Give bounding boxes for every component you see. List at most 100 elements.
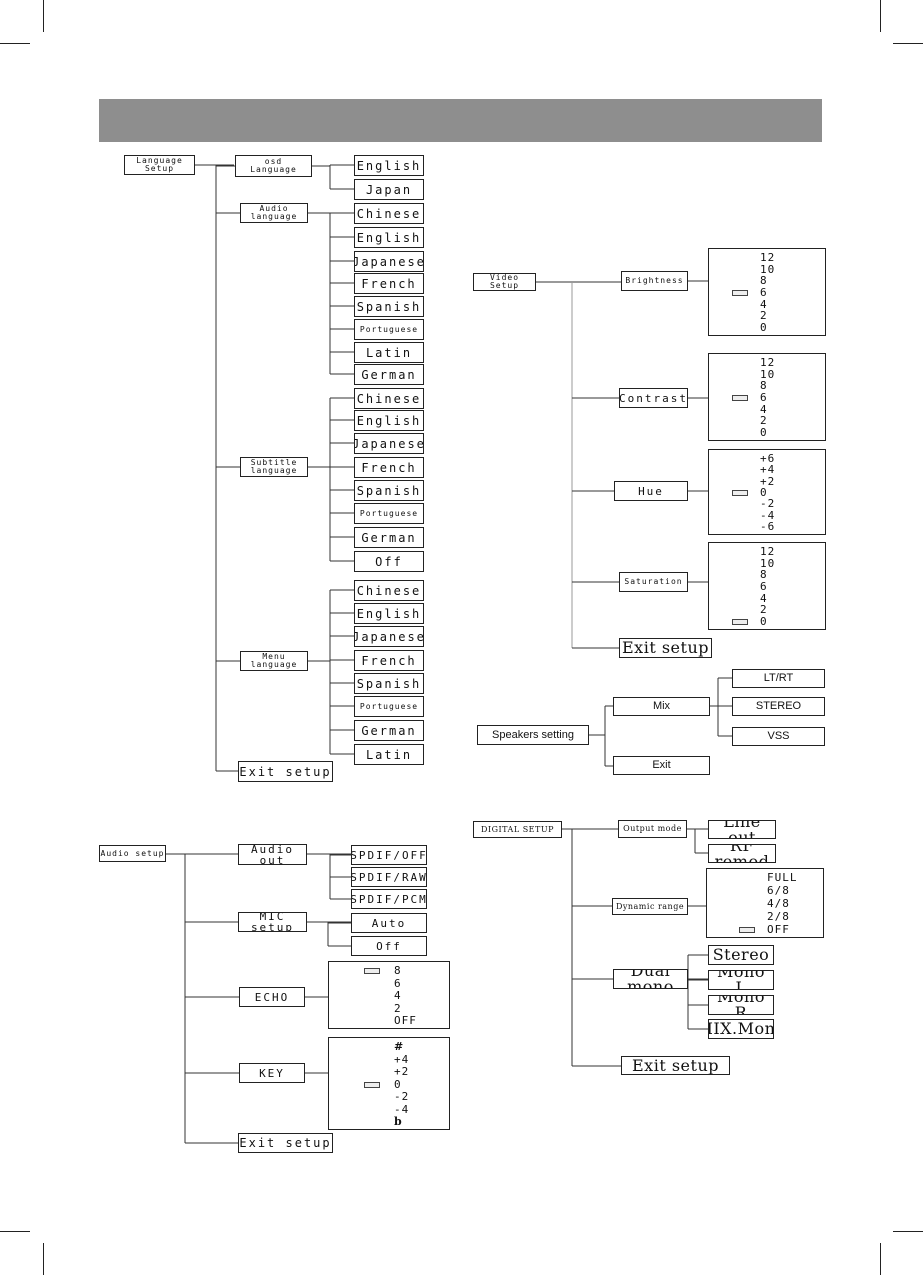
dynamic-range-slider-panel[interactable] bbox=[706, 868, 824, 938]
language-exit-setup-button[interactable]: Exit setup bbox=[238, 761, 333, 782]
speakers-setting-root[interactable]: Speakers setting bbox=[477, 725, 589, 745]
brightness-node[interactable]: Brightness bbox=[621, 271, 688, 291]
audio-setup-root[interactable]: Audio setup bbox=[99, 845, 166, 862]
audio-out-node[interactable]: Audio out bbox=[238, 844, 307, 865]
mic-setup-node[interactable]: MIC setup bbox=[238, 912, 307, 932]
osd-option-english[interactable]: English bbox=[354, 155, 424, 176]
key-slider-panel[interactable] bbox=[328, 1037, 450, 1130]
echo-slider-panel[interactable] bbox=[328, 961, 450, 1029]
audio-option-spanish[interactable]: Spanish bbox=[354, 296, 424, 317]
echo-node[interactable]: ECHO bbox=[239, 987, 305, 1007]
echo-slider-thumb[interactable] bbox=[364, 968, 380, 974]
echo-level-label: 8 bbox=[394, 964, 402, 977]
digital-exit-setup-button[interactable]: Exit setup bbox=[621, 1056, 730, 1075]
dual-mono-node[interactable]: Dual mono bbox=[613, 969, 688, 989]
mix-option-lt-rt[interactable]: LT/RT bbox=[732, 669, 825, 688]
crop-mark bbox=[880, 1243, 881, 1275]
audio-exit-setup-button[interactable]: Exit setup bbox=[238, 1133, 333, 1153]
contrast-slider-panel[interactable] bbox=[708, 353, 826, 441]
dual-mono-option-mono-r[interactable]: Mono R bbox=[708, 995, 774, 1015]
brightness-level-label: 0 bbox=[760, 321, 768, 334]
menu-option-french[interactable]: French bbox=[354, 650, 424, 671]
speakers-exit-button[interactable]: Exit bbox=[613, 756, 710, 775]
crop-mark bbox=[893, 1231, 923, 1232]
key-slider-thumb[interactable] bbox=[364, 1081, 380, 1088]
subtitle-option-spanish[interactable]: Spanish bbox=[354, 480, 424, 501]
menu-option-english[interactable]: English bbox=[354, 603, 424, 624]
audio-option-japanese[interactable]: Japanese bbox=[354, 251, 424, 272]
audio-option-english[interactable]: English bbox=[354, 227, 424, 248]
dual-mono-option-stereo[interactable]: Stereo bbox=[708, 945, 774, 965]
saturation-slider-thumb[interactable] bbox=[732, 619, 748, 625]
hue-slider-thumb[interactable] bbox=[732, 490, 748, 496]
osd-option-japan[interactable]: Japan bbox=[354, 179, 424, 200]
dynamic-range-level-label: FULL bbox=[767, 871, 798, 884]
mix-node[interactable]: Mix bbox=[613, 697, 710, 716]
menu-option-chinese[interactable]: Chinese bbox=[354, 580, 424, 601]
contrast-node[interactable]: Contrast bbox=[619, 388, 688, 408]
subtitle-language-node[interactable]: Subtitle language bbox=[240, 457, 308, 477]
audio-language-node[interactable]: Audio language bbox=[240, 203, 308, 223]
menu-option-german[interactable]: German bbox=[354, 720, 424, 741]
contrast-level-label: 12 bbox=[760, 356, 776, 369]
menu-language-node[interactable]: Menu language bbox=[240, 651, 308, 671]
subtitle-option-french[interactable]: French bbox=[354, 457, 424, 478]
output-mode-option-rf-remod[interactable]: RF remod bbox=[708, 844, 776, 863]
dynamic-range-slider-thumb[interactable] bbox=[739, 927, 755, 933]
hue-node[interactable]: Hue bbox=[614, 481, 688, 501]
hue-level-label: 0 bbox=[760, 486, 768, 499]
subtitle-option-english[interactable]: English bbox=[354, 410, 424, 431]
brightness-slider-panel[interactable] bbox=[708, 248, 826, 336]
menu-option-spanish[interactable]: Spanish bbox=[354, 673, 424, 694]
mix-option-stereo[interactable]: STEREO bbox=[732, 697, 825, 716]
hue-slider-panel[interactable] bbox=[708, 449, 826, 535]
subtitle-option-german[interactable]: German bbox=[354, 527, 424, 548]
saturation-slider-panel[interactable] bbox=[708, 542, 826, 630]
output-mode-node[interactable]: Output mode bbox=[618, 820, 687, 838]
video-exit-setup-button[interactable]: Exit setup bbox=[619, 638, 712, 658]
dynamic-range-level-label: OFF bbox=[767, 923, 790, 936]
key-level-label: # bbox=[394, 1040, 405, 1053]
audio-option-french[interactable]: French bbox=[354, 273, 424, 294]
menu-option-japanese[interactable]: Japanese bbox=[354, 626, 424, 647]
osd-language-node[interactable]: osd Language bbox=[235, 155, 312, 177]
menu-option-latin[interactable]: Latin bbox=[354, 744, 424, 765]
contrast-slider-thumb[interactable] bbox=[732, 395, 748, 401]
audio-option-chinese[interactable]: Chinese bbox=[354, 203, 424, 224]
crop-mark bbox=[43, 0, 44, 32]
brightness-slider-thumb[interactable] bbox=[732, 290, 748, 296]
digital-setup-root[interactable]: DIGITAL SETUP bbox=[473, 821, 562, 838]
language-setup-root[interactable]: Language Setup bbox=[124, 155, 195, 175]
dynamic-range-node[interactable]: Dynamic range bbox=[612, 898, 688, 915]
dual-mono-option-mix-mono[interactable]: MIX.Mono bbox=[708, 1019, 774, 1039]
output-mode-option-line-out[interactable]: Line out bbox=[708, 820, 776, 839]
audio-option-latin[interactable]: Latin bbox=[354, 342, 424, 363]
mic-option-off[interactable]: Off bbox=[351, 936, 427, 956]
saturation-node[interactable]: Saturation bbox=[619, 572, 688, 592]
key-level-label: b bbox=[394, 1115, 403, 1128]
subtitle-option-portuguese[interactable]: Portuguese bbox=[354, 503, 424, 524]
mic-option-auto[interactable]: Auto bbox=[351, 913, 427, 933]
echo-level-label: 4 bbox=[394, 989, 402, 1002]
subtitle-option-chinese[interactable]: Chinese bbox=[354, 388, 424, 409]
hue-level-label: +4 bbox=[760, 463, 776, 477]
echo-level-label: OFF bbox=[394, 1014, 417, 1027]
audio-out-option-spdif-off[interactable]: SPDIF/OFF bbox=[351, 845, 427, 865]
key-level-label: -2 bbox=[394, 1090, 410, 1103]
crop-mark bbox=[43, 1243, 44, 1275]
subtitle-option-off[interactable]: Off bbox=[354, 551, 424, 572]
mix-option-vss[interactable]: VSS bbox=[732, 727, 825, 746]
audio-option-portuguese[interactable]: Portuguese bbox=[354, 319, 424, 340]
hue-level-label: -2 bbox=[760, 497, 776, 511]
audio-out-option-spdif-raw[interactable]: SPDIF/RAW bbox=[351, 867, 427, 887]
menu-option-portuguese[interactable]: Portuguese bbox=[354, 696, 424, 717]
key-node[interactable]: KEY bbox=[239, 1063, 305, 1083]
subtitle-option-japanese[interactable]: Japanese bbox=[354, 433, 424, 454]
audio-option-german[interactable]: German bbox=[354, 364, 424, 385]
audio-out-option-spdif-pcm[interactable]: SPDIF/PCM bbox=[351, 889, 427, 909]
contrast-level-label: 2 bbox=[760, 414, 768, 428]
key-level-label: -4 bbox=[394, 1102, 410, 1116]
video-setup-root[interactable]: Video Setup bbox=[473, 273, 536, 291]
dual-mono-option-mono-l[interactable]: Mono L bbox=[708, 970, 774, 990]
